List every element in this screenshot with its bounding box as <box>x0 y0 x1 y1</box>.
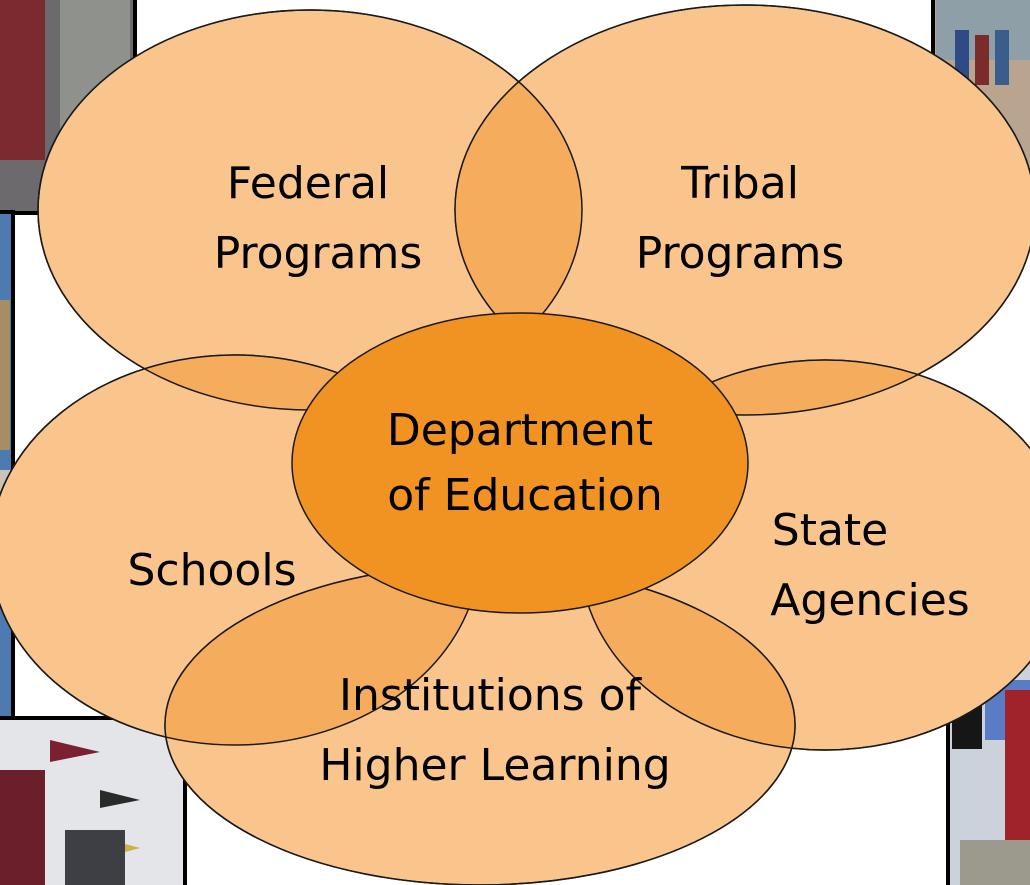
photo-bottom-left <box>0 716 187 885</box>
overlap-schools-higher <box>165 565 480 745</box>
label-tribal-line2: Programs <box>636 228 845 279</box>
overlap-state-higher <box>580 565 795 750</box>
center-department-of-education <box>291 312 749 614</box>
label-center-line2: of Education <box>387 470 662 521</box>
label-federal-line2: Programs <box>214 228 423 279</box>
label-higher-line1: Institutions of <box>339 670 643 721</box>
label-higher-line2: Higher Learning <box>319 740 670 791</box>
label-tribal-line1: Tribal <box>680 158 799 209</box>
label-state-line2: Agencies <box>770 575 969 626</box>
label-federal-line1: Federal <box>227 158 389 209</box>
label-state-line1: State <box>772 505 888 556</box>
photo-left-edge <box>0 210 15 722</box>
label-center-line1: Department <box>387 405 653 456</box>
label-schools: Schools <box>128 545 297 596</box>
